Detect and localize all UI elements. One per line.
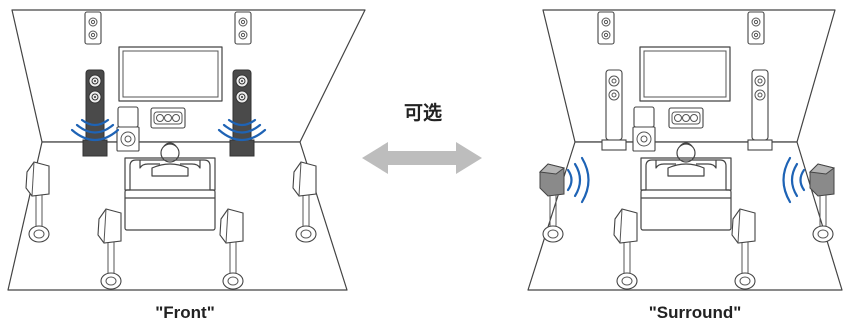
room-front (7, 9, 366, 291)
front-tower-speaker-left-icon (82, 69, 108, 157)
front-tower-speaker-right-icon (229, 69, 255, 157)
tv-screen-icon (639, 46, 731, 102)
front-tower-speaker-left-icon (601, 69, 627, 151)
height-speaker-icon (84, 11, 102, 45)
height-speaker-icon (597, 11, 615, 45)
room-surround (527, 9, 843, 291)
sound-wave-icon (566, 156, 806, 204)
front-tower-speaker-right-icon (747, 69, 773, 151)
height-speaker-icon (747, 11, 765, 45)
center-speaker-icon (668, 107, 704, 129)
optional-label: 可选 (403, 103, 442, 124)
subwoofer-icon (632, 106, 656, 152)
double-arrow-icon (362, 142, 482, 174)
height-speaker-icon (234, 11, 252, 45)
caption-surround: "Surround" (648, 303, 742, 322)
tv-screen-icon (118, 46, 223, 102)
room-surround-floor (527, 141, 843, 291)
subwoofer-icon (116, 106, 140, 152)
sound-wave-icon (70, 118, 267, 142)
room-front-floor (7, 141, 348, 291)
caption-front: "Front" (155, 303, 215, 322)
center-speaker-icon (150, 107, 186, 129)
